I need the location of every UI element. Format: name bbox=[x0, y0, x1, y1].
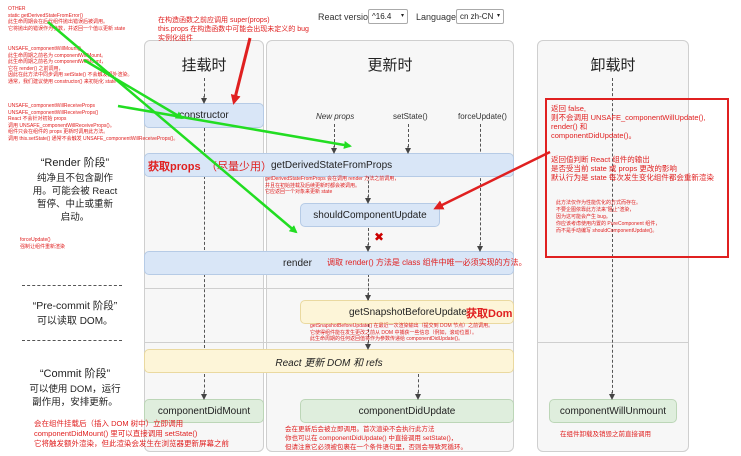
component-did-mount-label: componentDidMount bbox=[157, 405, 251, 417]
unmount-column-title: 卸载时 bbox=[590, 57, 636, 74]
annotation-get-props: 获取props bbox=[148, 161, 201, 173]
annotation-super-props: 在构造函数之前应调用 super(props) this.props 在构造函数… bbox=[158, 17, 309, 42]
annotation-should-box2: 返回值判断 React 组件的输出 是否受当前 state 或 props 更改… bbox=[551, 155, 714, 182]
render-phase-separator bbox=[22, 285, 122, 286]
render-phase-desc: 纯净且不包含副作 用。可能会被 React 暂停、中止或重新 启动。 bbox=[32, 173, 118, 223]
precommit-phase-desc: 可以读取 DOM。 bbox=[36, 316, 114, 327]
connector-mount-top bbox=[204, 78, 205, 102]
precommit-phase-separator bbox=[22, 340, 122, 341]
connector-forceupdate bbox=[480, 124, 481, 250]
mount-column-title: 挂载时 bbox=[181, 57, 227, 74]
connector-dom-didupdate bbox=[418, 374, 419, 398]
render-phase-title: “Render 阶段” bbox=[40, 157, 110, 169]
react-version-label: React version bbox=[318, 12, 374, 22]
trigger-new-props: New props bbox=[316, 112, 355, 121]
language-label: Language bbox=[416, 12, 457, 22]
react-version-value: ^16.4 bbox=[372, 12, 392, 21]
render-phase-divider bbox=[144, 288, 514, 289]
render-node: render bbox=[144, 251, 514, 275]
chevron-down-icon: ▾ bbox=[400, 13, 404, 19]
connector-dom-didmount bbox=[204, 374, 205, 398]
language-select[interactable]: cn zh-CN ▾ bbox=[456, 9, 504, 24]
trigger-set-state: setState() bbox=[393, 112, 428, 121]
commit-phase-desc: 可以使用 DOM，运行 副作用，安排更新。 bbox=[29, 384, 121, 408]
cancel-icon: ✖ bbox=[374, 230, 385, 244]
language-value: cn zh-CN bbox=[460, 12, 494, 21]
annotation-other: OTHER static getDerivedStateFromError() … bbox=[8, 6, 126, 32]
annotation-did-mount: 会在组件挂载后（插入 DOM 树中）立即调用 componentDidMount… bbox=[34, 419, 229, 448]
annotation-render-note: 调取 render() 方法是 class 组件中唯一必须实现的方法。 bbox=[327, 258, 527, 267]
trigger-force-update: forceUpdate() bbox=[458, 112, 507, 121]
update-dom-node: React 更新 DOM 和 refs bbox=[144, 349, 514, 373]
connector-snapshot-dom bbox=[368, 324, 369, 348]
connector-newprops bbox=[334, 124, 335, 152]
component-did-update-label: componentDidUpdate bbox=[358, 405, 456, 417]
annotation-will-unmount: 在组件卸载及销毁之前直接调用 bbox=[560, 431, 651, 438]
update-dom-label: React 更新 DOM 和 refs bbox=[275, 357, 383, 369]
annotation-force-update: forceUpdate() 强制让组件重新渲染 bbox=[20, 237, 66, 250]
annotation-get-dom: 获取Dom bbox=[466, 308, 513, 320]
connector-setstate bbox=[408, 124, 409, 152]
annotation-will-mount: UNSAFE_componentWillMount() 此生命周期之前名为 co… bbox=[8, 46, 133, 85]
get-snapshot-label: getSnapshotBeforeUpdate bbox=[349, 306, 467, 318]
update-column-title: 更新时 bbox=[367, 57, 413, 74]
get-snapshot-node: getSnapshotBeforeUpdate bbox=[300, 300, 514, 324]
unmount-divider bbox=[537, 342, 689, 343]
connector-should-render bbox=[368, 228, 369, 250]
should-component-update-node: shouldComponentUpdate bbox=[300, 203, 440, 227]
connector-unmount bbox=[612, 78, 613, 398]
component-will-unmount-node: componentWillUnmount bbox=[549, 399, 677, 423]
update-column bbox=[266, 40, 514, 452]
annotation-get-derived-desc: getDerivedStateFromProps 会在调用 render 方法之… bbox=[265, 176, 400, 195]
annotation-will-receive: UNSAFE_componentWillReceiveProps UNSAFE_… bbox=[8, 103, 179, 142]
connector-derived-should bbox=[368, 176, 369, 202]
annotation-get-props-hint: （尽量少用） bbox=[206, 161, 272, 173]
should-component-update-label: shouldComponentUpdate bbox=[313, 209, 427, 221]
commit-phase-title: “Commit 阶段” bbox=[39, 368, 111, 380]
component-did-update-node: componentDidUpdate bbox=[300, 399, 514, 423]
connector-mount-dom bbox=[204, 274, 205, 348]
precommit-phase-divider bbox=[144, 342, 514, 343]
connector-mount-render bbox=[204, 176, 205, 250]
annotation-should-small: 此方法仅作为性能优化的方式而存在。 不要企图依靠此方法来“阻止”渲染， 因为这可… bbox=[556, 200, 661, 234]
get-derived-state-label: getDerivedStateFromProps bbox=[271, 159, 393, 171]
unmount-column bbox=[537, 40, 689, 452]
precommit-phase-title: “Pre-commit 阶段” bbox=[32, 300, 118, 312]
react-version-select[interactable]: ^16.4 ▾ bbox=[368, 9, 408, 24]
chevron-down-icon: ▾ bbox=[496, 13, 500, 19]
component-will-unmount-label: componentWillUnmount bbox=[559, 405, 667, 417]
render-label: render bbox=[283, 257, 312, 269]
annotation-did-update: 会在更新后会被立即调用。首次渲染不会执行此方法 你也可以在 componentD… bbox=[285, 426, 467, 451]
connector-render-snapshot bbox=[368, 274, 369, 300]
annotation-snapshot-desc: getSnapshotBeforeUpdate() 在最近一次渲染输出（提交到 … bbox=[310, 323, 494, 342]
annotation-should-box: 返回 false, 则不会调用 UNSAFE_componentWillUpda… bbox=[551, 104, 706, 140]
